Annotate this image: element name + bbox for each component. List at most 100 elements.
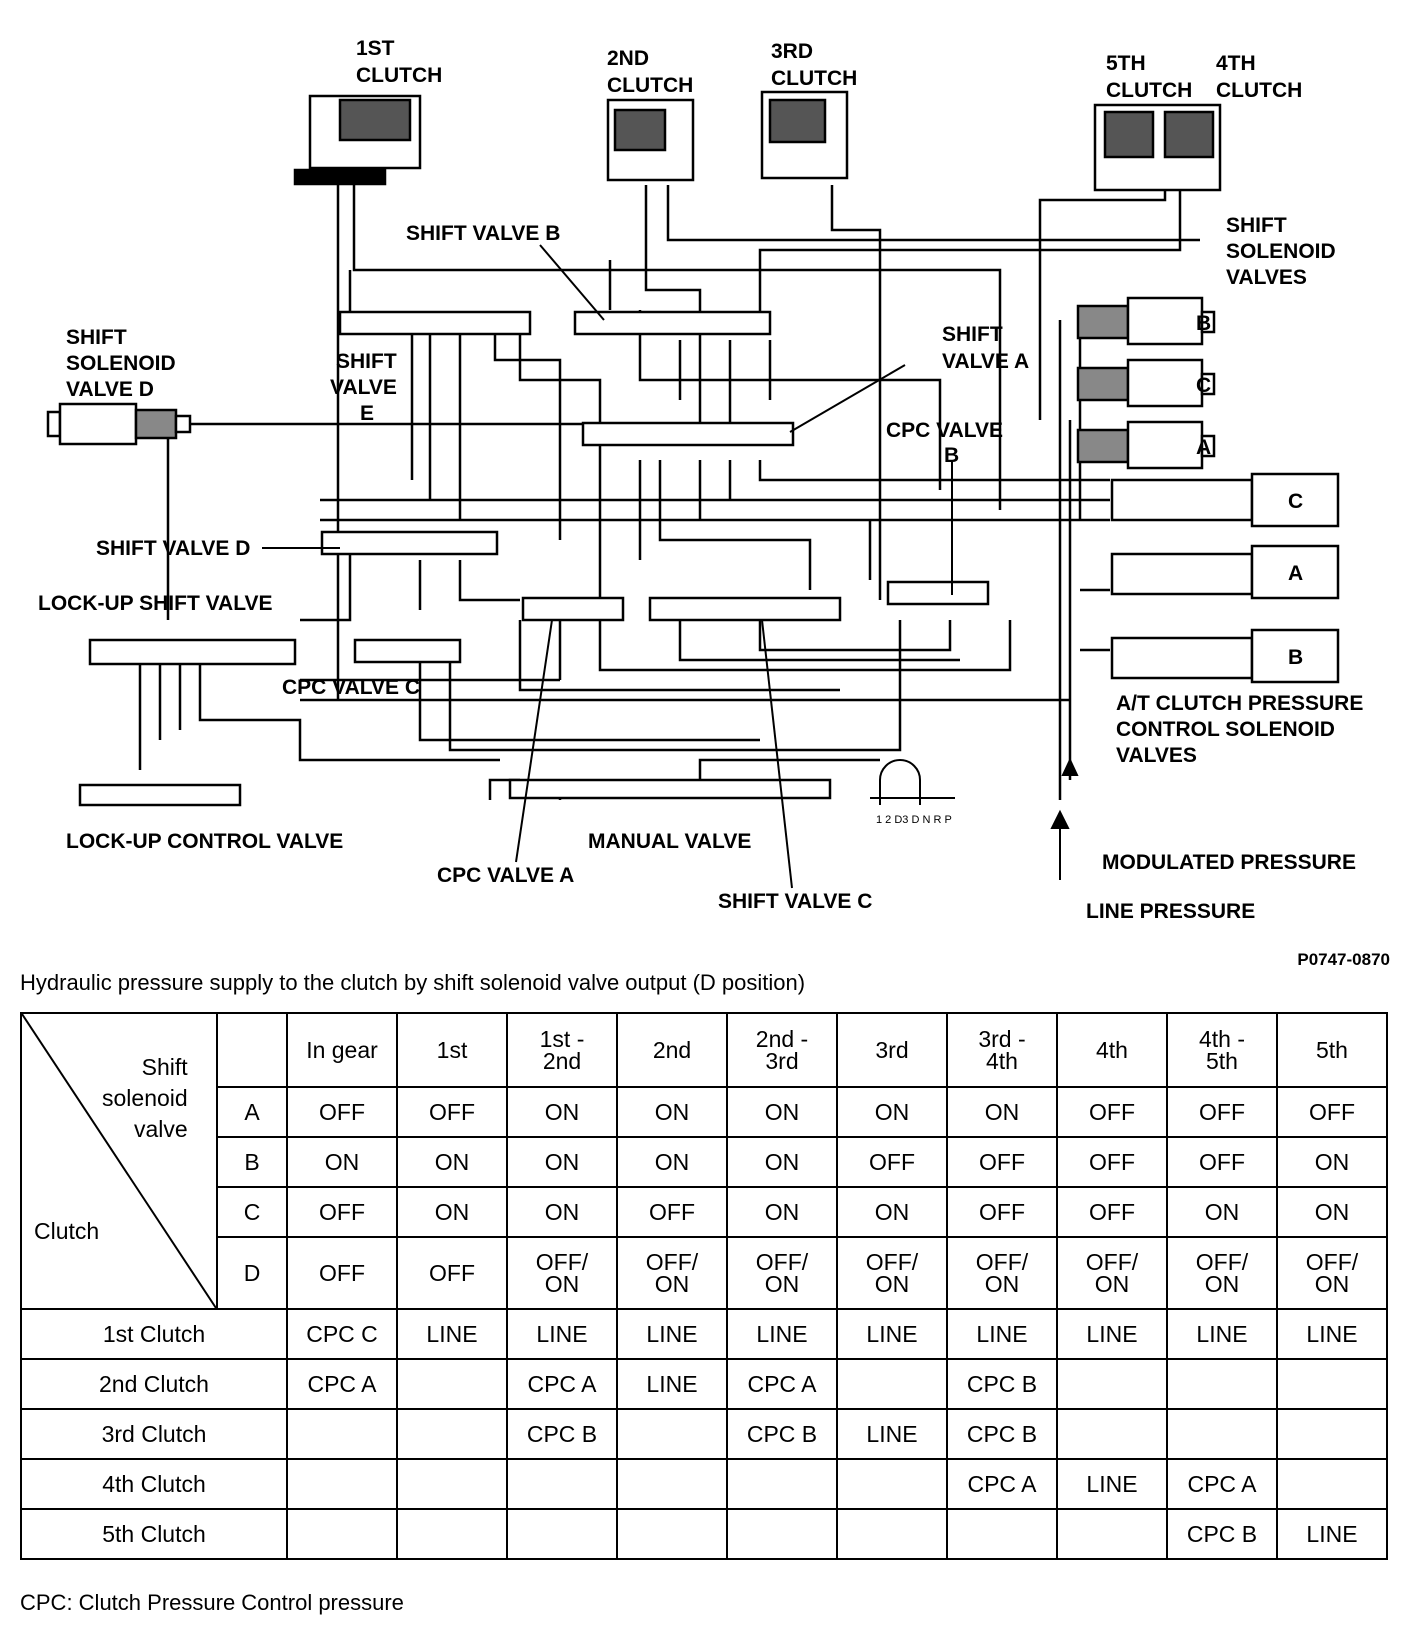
label-2nd-clutch: CLUTCH — [607, 74, 693, 97]
clutch-pressure-cell: CPC A — [506, 1358, 618, 1410]
clutch-name: 1st Clutch — [20, 1308, 288, 1360]
clutch-name: 2nd Clutch — [20, 1358, 288, 1410]
footnote: CPC: Clutch Pressure Control pressure — [20, 1590, 404, 1615]
solenoid-state-cell: OFF — [286, 1236, 398, 1310]
clutch-pressure-cell — [726, 1508, 838, 1560]
clutch-pressure-cell: CPC B — [946, 1358, 1058, 1410]
clutch-pressure-cell — [1056, 1508, 1168, 1560]
clutch-pressure-cell — [506, 1458, 618, 1510]
solenoid-state-cell: OFF — [286, 1086, 398, 1138]
shift-solenoid-a-icon — [1076, 420, 1216, 470]
label-solenoid-a: A — [1196, 436, 1211, 459]
solenoid-state-cell: OFF — [836, 1136, 948, 1188]
label-shift-solenoid-valve-d: VALVE D — [66, 378, 154, 401]
clutch-pressure-cell — [836, 1508, 948, 1560]
selector-detent-icon — [870, 759, 955, 805]
solenoid-state-cell: ON — [396, 1136, 508, 1188]
clutch-pressure-cell — [1276, 1358, 1388, 1410]
solenoid-state-cell: OFF — [396, 1086, 508, 1138]
label-shift-solenoid-valve-d: SOLENOID — [66, 352, 176, 375]
shift-valve-d-icon — [320, 530, 499, 556]
solenoid-state-cell: ON — [506, 1086, 618, 1138]
solenoid-state-cell: ON — [946, 1086, 1058, 1138]
column-header: 3rd — [836, 1012, 948, 1088]
clutch-pressure-cell: CPC B — [506, 1408, 618, 1460]
clutch-pressure-cell — [1056, 1408, 1168, 1460]
solenoid-state-cell: ON — [396, 1186, 508, 1238]
arrow-modulated-pressure-icon — [1061, 757, 1079, 776]
clutch-pressure-cell: LINE — [836, 1408, 948, 1460]
label-5th-clutch: 5TH — [1106, 52, 1146, 75]
clutch-name: 4th Clutch — [20, 1458, 288, 1510]
shift-solenoid-d-icon — [46, 402, 192, 446]
figure-id: P0747-0870 — [1297, 950, 1390, 969]
column-header: 4th — [1056, 1012, 1168, 1088]
corner-shift-solenoid-label: Shift solenoid valve — [102, 1054, 188, 1142]
clutch-pressure-cell: LINE — [946, 1308, 1058, 1360]
column-header: 2nd -3rd — [726, 1012, 838, 1088]
clutch-pressure-cell — [396, 1508, 508, 1560]
clutch-pressure-cell: LINE — [506, 1308, 618, 1360]
clutch-pressure-cell: LINE — [1056, 1458, 1168, 1510]
solenoid-name: C — [216, 1186, 288, 1238]
clutch-pressure-cell: LINE — [1056, 1308, 1168, 1360]
column-header: 5th — [1276, 1012, 1388, 1088]
shift-valve-c-icon — [648, 596, 842, 622]
solenoid-state-cell: OFF/ON — [726, 1236, 838, 1310]
lock-up-control-valve-icon — [78, 783, 242, 807]
clutch-1st-icon — [293, 94, 422, 186]
table-corner-cell: Shift solenoid valve Clutch — [20, 1012, 218, 1310]
column-header: 1st — [396, 1012, 508, 1088]
clutch-pressure-cell: LINE — [726, 1308, 838, 1360]
label-at-clutch-pressure-control-solenoid-valves: A/T CLUTCH PRESSURE — [1116, 692, 1363, 715]
label-2nd-clutch: 2ND — [607, 47, 649, 70]
clutch-pressure-cell: LINE — [836, 1308, 948, 1360]
label-shift-valve-e: SHIFT — [336, 350, 397, 373]
label-shift-solenoid-valve-d: SHIFT — [66, 326, 127, 349]
clutch-pressure-cell: CPC A — [726, 1358, 838, 1410]
clutch-pressure-cell: LINE — [1166, 1308, 1278, 1360]
label-1st-clutch: 1ST — [356, 37, 395, 60]
label-solenoid-c: C — [1196, 374, 1211, 397]
clutch-pressure-cell — [1166, 1408, 1278, 1460]
arrow-cpc-valve-a — [515, 619, 553, 863]
clutch-pressure-cell — [946, 1508, 1058, 1560]
label-pressure-solenoid-c: C — [1288, 490, 1303, 513]
solenoid-state-cell: OFF — [1056, 1136, 1168, 1188]
solenoid-state-cell: ON — [726, 1086, 838, 1138]
shift-valve-b-icon — [573, 310, 772, 336]
shift-solenoid-b-icon — [1076, 296, 1216, 346]
label-shift-valve-a: VALVE A — [942, 350, 1029, 373]
solenoid-state-cell: OFF — [1166, 1136, 1278, 1188]
solenoid-state-cell: OFF — [1276, 1086, 1388, 1138]
solenoid-name: A — [216, 1086, 288, 1138]
passage-lines — [138, 185, 1200, 800]
clutch-pressure-cell — [616, 1458, 728, 1510]
clutch-pressure-cell: CPC B — [1166, 1508, 1278, 1560]
label-shift-valve-b: SHIFT VALVE B — [406, 222, 560, 245]
arrow-line-pressure-icon — [1050, 809, 1070, 829]
solenoid-name: D — [216, 1236, 288, 1310]
label-cpc-valve-c: CPC VALVE C — [282, 676, 420, 699]
solenoid-state-cell: OFF — [1056, 1186, 1168, 1238]
clutch-name: 3rd Clutch — [20, 1408, 288, 1460]
pressure-solenoid-b-icon — [1110, 628, 1340, 684]
solenoid-state-cell: ON — [616, 1136, 728, 1188]
clutch-pressure-cell: LINE — [1276, 1308, 1388, 1360]
clutch-pressure-cell: CPC B — [726, 1408, 838, 1460]
pressure-solenoid-a-icon — [1110, 544, 1340, 600]
solenoid-state-cell: OFF/ON — [506, 1236, 618, 1310]
clutch-pressure-cell: CPC C — [286, 1308, 398, 1360]
cpc-valve-c-icon — [353, 638, 462, 664]
label-3rd-clutch: CLUTCH — [771, 67, 857, 90]
label-cpc-valve-b: CPC VALVE — [886, 419, 1003, 442]
table-caption: Hydraulic pressure supply to the clutch … — [20, 970, 806, 995]
clutch-pressure-cell — [396, 1458, 508, 1510]
clutch-pressure-cell — [506, 1508, 618, 1560]
label-at-clutch-pressure-control-solenoid-valves: CONTROL SOLENOID — [1116, 718, 1335, 741]
